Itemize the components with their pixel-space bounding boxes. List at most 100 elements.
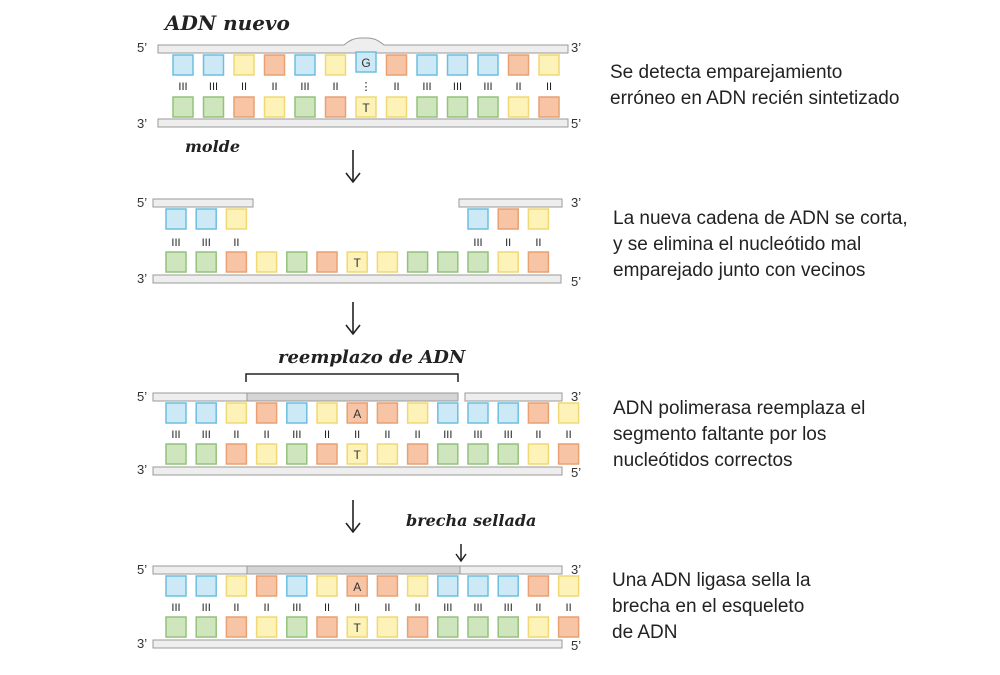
strand-end-label: 3’ [571, 40, 581, 55]
hydrogen-bond: II [566, 429, 572, 441]
template-strand-base [406, 616, 429, 638]
hydrogen-bond: II [515, 81, 521, 93]
new-strand-base [172, 54, 194, 76]
strand-end-label: 3’ [571, 562, 581, 577]
new-strand-base [316, 402, 338, 424]
template-strand-base [406, 251, 429, 273]
template-strand-base [165, 443, 187, 465]
strand-end-label: 5’ [137, 562, 147, 577]
hydrogen-bond: II [233, 602, 239, 614]
template-strand-base [225, 616, 248, 638]
template-strand-base [195, 251, 217, 273]
down-arrow-icon [345, 302, 361, 336]
corrected-base-letter: A [353, 407, 361, 421]
new-strand-base [437, 402, 459, 424]
hydrogen-bond: II [332, 81, 338, 93]
hydrogen-bond: II [354, 429, 360, 441]
strand-end-label: 3’ [137, 636, 147, 651]
new-strand-base [376, 575, 399, 597]
template-base-letter: T [354, 448, 362, 462]
new-strand-base [557, 575, 580, 597]
template-strand-base [225, 443, 248, 465]
hydrogen-bond: II [271, 81, 277, 93]
new-strand-base [446, 54, 469, 76]
template-strand-base [497, 251, 519, 273]
new-strand-base [165, 575, 187, 597]
template-strand-backbone [157, 118, 569, 128]
new-strand-base [527, 575, 550, 597]
template-strand-base [557, 443, 580, 465]
new-strand-base [255, 575, 278, 597]
template-strand-base [286, 616, 308, 638]
strand-end-label: 3’ [571, 389, 581, 404]
mismatch-base-letter: T [362, 101, 370, 115]
template-strand-base [527, 616, 550, 638]
label-gap-sealed: brecha sellada [406, 511, 536, 530]
new-strand-base [255, 402, 278, 424]
template-strand-base [316, 251, 338, 273]
template-strand-base [467, 251, 489, 273]
mismatch-base-letter: G [361, 56, 370, 70]
hydrogen-bond: II [233, 237, 239, 249]
new-strand-backbone-left [152, 392, 248, 402]
new-strand-base [195, 575, 217, 597]
template-strand-base [416, 96, 438, 118]
new-strand-base [376, 402, 399, 424]
hydrogen-bond: II [566, 602, 572, 614]
strand-end-label: 3’ [137, 462, 147, 477]
new-strand-base [316, 575, 338, 597]
new-strand-base [406, 575, 429, 597]
hydrogen-bond: III [178, 81, 187, 93]
hydrogen-bond: II [264, 602, 270, 614]
hydrogen-bond: II [384, 429, 390, 441]
label-dna-replacement: reemplazo de ADN [278, 347, 467, 368]
new-strand-base [416, 54, 438, 76]
hydrogen-bond: III [504, 429, 513, 441]
hydrogen-bond: III [473, 237, 482, 249]
hydrogen-bond: II [324, 602, 330, 614]
new-strand-base [557, 402, 580, 424]
hydrogen-bond: II [535, 602, 541, 614]
hydrogen-bond: II [241, 81, 247, 93]
template-strand-backbone [152, 274, 562, 284]
new-strand-base [225, 402, 248, 424]
new-strand-base [263, 54, 286, 76]
template-strand-base [557, 616, 580, 638]
strand-end-label: 5’ [571, 465, 581, 480]
template-strand-base [225, 251, 248, 273]
template-strand-base [346, 443, 368, 465]
strand-end-label: 3’ [137, 271, 147, 286]
new-strand-base [233, 54, 255, 76]
strand-end-label: 5’ [571, 274, 581, 289]
caption-line: segmento faltante por los [613, 424, 827, 445]
template-strand-base [195, 616, 217, 638]
hydrogen-bond: III [292, 602, 301, 614]
template-strand-base [263, 96, 286, 118]
corrected-base-letter: A [353, 580, 361, 594]
hydrogen-bond: III [202, 429, 211, 441]
hydrogen-bond: III [171, 602, 180, 614]
template-strand-base [385, 96, 408, 118]
template-strand-base [477, 96, 499, 118]
template-strand-base [202, 96, 225, 118]
hydrogen-bond: II [415, 602, 421, 614]
hydrogen-bond: III [292, 429, 301, 441]
template-strand-base [446, 96, 469, 118]
new-strand-base [165, 402, 187, 424]
hydrogen-bond: III [171, 237, 180, 249]
template-strand-base [172, 96, 194, 118]
template-strand-base [355, 96, 377, 118]
template-strand-base [294, 96, 316, 118]
new-strand-backbone-right [458, 198, 563, 208]
template-strand-base [376, 443, 399, 465]
hydrogen-bond: III [202, 602, 211, 614]
template-strand-base [497, 443, 519, 465]
template-strand-base [437, 251, 459, 273]
template-strand-base [507, 96, 530, 118]
hydrogen-bond: II [264, 429, 270, 441]
hydrogen-bond: III [202, 237, 211, 249]
down-arrow-icon [345, 150, 361, 184]
template-strand-base [316, 616, 338, 638]
template-strand-base [437, 616, 459, 638]
